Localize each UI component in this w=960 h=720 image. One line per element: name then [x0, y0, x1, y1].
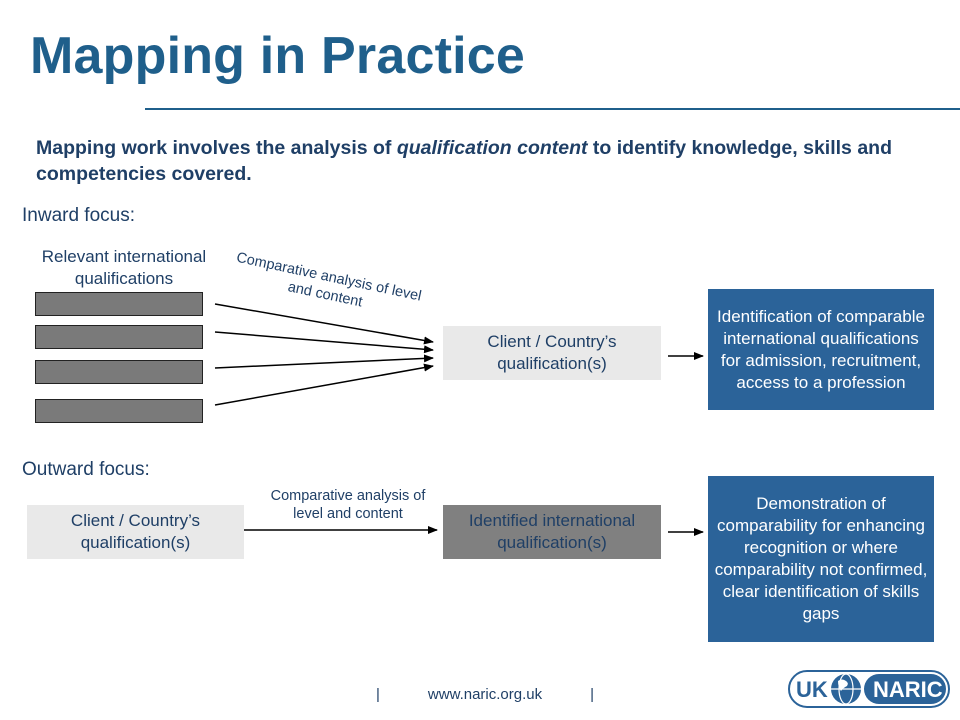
intro-text-emphasis: qualification content: [396, 137, 588, 159]
international-qualification-bar: [35, 325, 203, 349]
international-qualification-bar: [35, 399, 203, 423]
outward-international-qualification-box: Identified international qualification(s…: [443, 505, 661, 559]
logo-right-text: NARIC: [873, 677, 943, 702]
inward-client-qualification-box: Client / Country’s qualification(s): [443, 326, 661, 380]
inward-arrow: [214, 363, 434, 406]
inward-focus-heading: Inward focus:: [22, 205, 135, 226]
outward-result-box: Demonstration of comparability for enhan…: [708, 476, 934, 642]
footer-url-link[interactable]: www.naric.org.uk: [427, 686, 543, 703]
page-title: Mapping in Practice: [30, 27, 526, 85]
inward-arrow: [214, 303, 434, 345]
outward-arrow-label: Comparative analysis of level and conten…: [270, 488, 426, 522]
footer-separator: |: [590, 686, 595, 703]
footer: | www.naric.org.uk |: [376, 686, 594, 703]
intro-text-end: to identify knowledge, skills and compet…: [36, 137, 892, 185]
inward-arrow: [214, 331, 434, 354]
logo-left-text: UK: [796, 677, 828, 702]
footer-separator: |: [376, 686, 380, 703]
title-divider: [145, 108, 960, 110]
intro-text-start: Mapping work involves the analysis of: [36, 137, 397, 159]
uk-naric-logo: UK NARIC: [788, 670, 950, 708]
inward-result-box: Identification of comparable internation…: [708, 289, 934, 410]
international-qualification-bar: [35, 360, 203, 384]
international-qualification-bar: [35, 292, 203, 316]
globe-icon: [831, 673, 861, 705]
intro-text: Mapping work involves the analysis of qu…: [36, 135, 941, 187]
outward-focus-heading: Outward focus:: [22, 459, 150, 480]
outward-client-qualification-box: Client / Country’s qualification(s): [27, 505, 244, 559]
inward-arrow: [214, 354, 434, 369]
inward-source-label: Relevant international qualifications: [41, 247, 207, 288]
